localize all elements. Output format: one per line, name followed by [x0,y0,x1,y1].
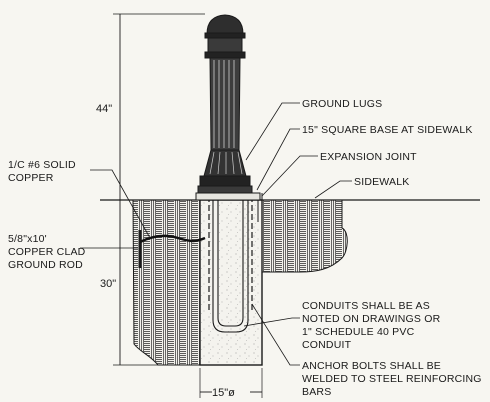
conduits [212,200,249,333]
sidewalk-label: SIDEWALK [354,176,409,188]
ground-rod-label-1: 5/8"x10' [8,233,47,245]
conduit-label-4: CONDUIT [302,339,352,351]
copper-wire-label-2: COPPER [8,172,54,184]
diameter-dimension-value: 15"ø [212,387,235,399]
diameter-dimension: 15"ø [199,368,263,399]
bollard [197,14,253,194]
copper-wire-label-1: 1/C #6 SOLID [8,159,76,171]
soil-hatch [132,199,348,366]
conduit-label-3: 1" SCHEDULE 40 PVC [302,326,415,338]
ground-rod-label-2: COPPER CLAD [8,246,86,258]
anchor-bolt-label-2: WELDED TO STEEL REINFORCING [302,373,482,385]
copper-ground-wire [139,234,206,244]
depth-dimension: 30" [100,200,200,366]
square-base [195,192,261,201]
expansion-joint-label: EXPANSION JOINT [320,151,417,163]
height-dimension: 44" [96,13,205,201]
leader-lines [80,102,352,366]
ground-lugs-label: GROUND LUGS [302,98,382,110]
depth-dimension-value: 30" [100,278,116,290]
conduit-label-1: CONDUITS SHALL BE AS [302,300,430,312]
conduit-label-2: NOTED ON DRAWINGS OR [302,313,441,325]
square-base-label: 15" SQUARE BASE AT SIDEWALK [302,124,473,136]
anchor-bolt-label-1: ANCHOR BOLTS SHALL BE [302,360,441,372]
ground-rod-label-3: GROUND ROD [8,259,83,271]
height-dimension-value: 44" [96,103,112,115]
anchor-bolts [208,196,253,310]
anchor-bolt-label-3: BARS [302,386,331,398]
